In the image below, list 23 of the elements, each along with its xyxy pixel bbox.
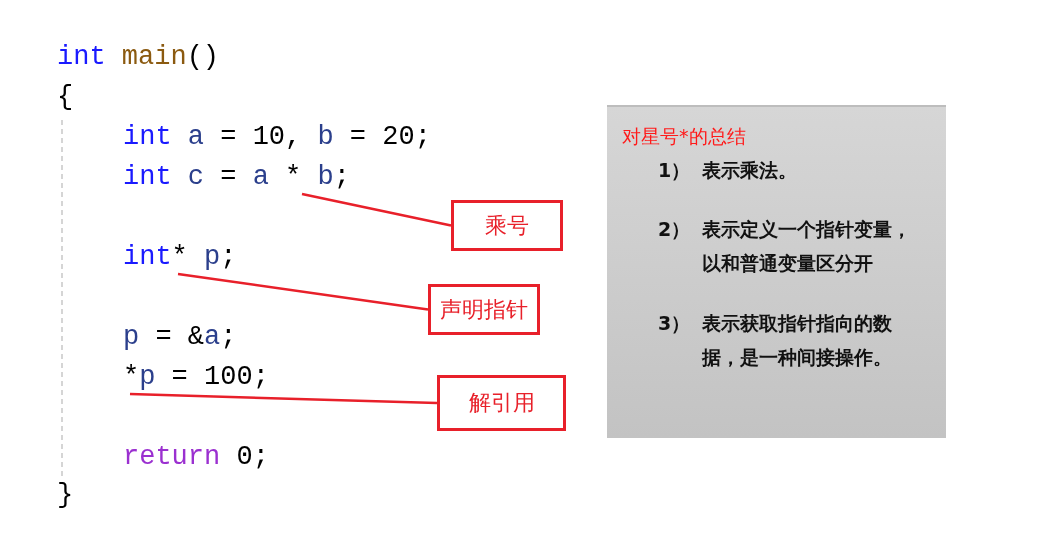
- code-line: return 0;: [123, 441, 269, 474]
- list-number: 1）: [658, 158, 691, 183]
- code-line: int c = a * b;: [123, 160, 350, 194]
- code-line: *p = 100;: [123, 360, 269, 394]
- code-line: int a = 10, b = 20;: [123, 121, 431, 154]
- code-line: p = &a;: [123, 321, 237, 354]
- code-line: int main(): [57, 41, 220, 74]
- code-line: {: [57, 81, 74, 114]
- list-item-text: 表示乘法。: [702, 158, 798, 183]
- list-item-text: 表示定义一个指针变量，以和普通变量区分开: [702, 217, 912, 276]
- leader-line: [129, 392, 438, 405]
- callout-box: 声明指针: [428, 284, 540, 335]
- leader-line: [177, 272, 429, 311]
- list-number: 3）: [658, 311, 691, 336]
- summary-panel: [607, 105, 946, 438]
- leader-line: [301, 192, 452, 227]
- callout-box: 解引用: [437, 375, 566, 431]
- callout-box: 乘号: [451, 200, 563, 251]
- list-number: 2）: [658, 217, 691, 242]
- panel-heading: 对星号*的总结: [622, 124, 746, 149]
- code-line: int* p;: [123, 240, 237, 274]
- list-item-text: 表示获取指针指向的数据，是一种间接操作。: [702, 311, 893, 370]
- code-line: }: [57, 479, 74, 512]
